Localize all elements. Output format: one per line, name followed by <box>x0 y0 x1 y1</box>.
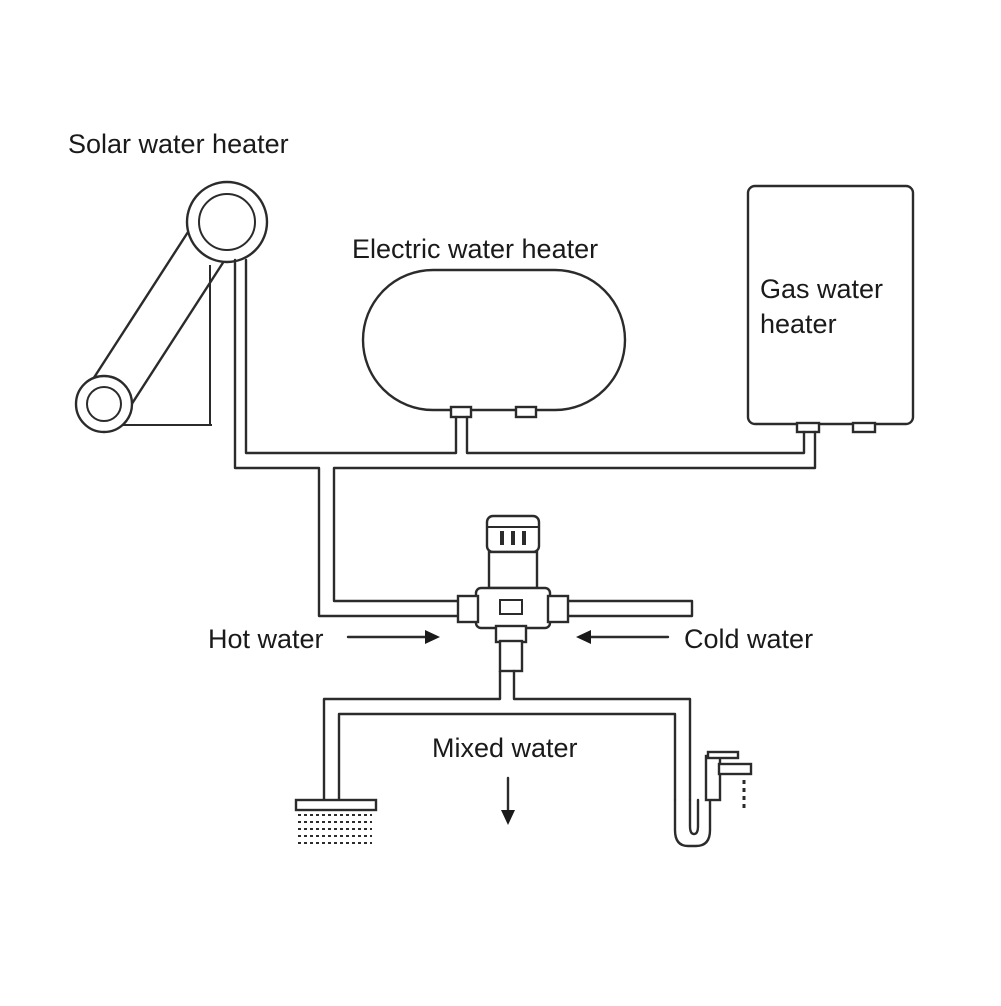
gas-heater-box <box>746 184 915 426</box>
electric-heater-inlet <box>514 405 538 419</box>
faucet-handle <box>706 750 740 760</box>
mixing-valve <box>456 514 570 673</box>
hot-pipe-inner-b <box>465 415 806 455</box>
valve-neck <box>487 550 539 590</box>
solar-lower-ring-inner <box>86 386 122 422</box>
gas-heater-inlet <box>851 421 877 434</box>
faucet-u-bend-inner <box>688 798 700 836</box>
label-gas-water-heater-line2: heater <box>760 309 837 339</box>
hot-pipe-outer <box>233 258 462 618</box>
valve-cap-mark-1 <box>500 531 504 545</box>
mixed-pipe-outer-right <box>512 669 692 802</box>
shower-head <box>294 798 378 844</box>
faucet-u-bend-outer <box>673 798 712 848</box>
mixed-water-arrow-head <box>501 810 515 825</box>
mixed-pipe-inner <box>337 712 677 802</box>
gas-heater-outlet <box>795 421 821 434</box>
electric-water-heater <box>361 268 627 419</box>
mixed-pipe-outer-left <box>322 669 502 802</box>
label-hot-water: Hot water <box>208 624 324 654</box>
gas-water-heater <box>746 184 915 434</box>
faucet-body <box>704 754 722 802</box>
cold-water-pipe <box>550 599 694 618</box>
label-solar-water-heater: Solar water heater <box>68 129 289 159</box>
valve-cap-mark-2 <box>511 531 515 545</box>
cold-pipe <box>550 599 694 618</box>
label-electric-water-heater: Electric water heater <box>352 234 598 264</box>
valve-outlet <box>498 639 524 673</box>
valve-cap-mark-3 <box>522 531 526 545</box>
valve-body <box>474 586 552 630</box>
hot-water-pipes <box>233 258 817 618</box>
mixed-water-pipes <box>322 669 692 802</box>
shower-spray <box>298 814 372 844</box>
label-gas-water-heater-line1: Gas water <box>760 274 883 304</box>
valve-cold-inlet <box>546 594 570 624</box>
label-cold-water: Cold water <box>684 624 813 654</box>
valve-outlet-nut <box>494 624 528 644</box>
hot-pipe-inner-c <box>332 430 817 603</box>
solar-tank-ring-inner <box>198 193 256 251</box>
electric-heater-tank <box>361 268 627 412</box>
valve-hot-inlet <box>456 594 480 624</box>
shower-plate <box>294 798 378 812</box>
cold-water-arrow-head <box>576 630 591 644</box>
hot-water-arrow-head <box>425 630 440 644</box>
hot-pipe-inner-a <box>244 258 458 455</box>
electric-heater-outlet <box>449 405 473 419</box>
solar-water-heater <box>74 180 269 434</box>
solar-lower-ring <box>74 374 134 434</box>
faucet-spout <box>717 762 753 776</box>
arrows <box>346 630 670 825</box>
label-mixed-water: Mixed water <box>432 733 578 763</box>
faucet <box>673 750 753 848</box>
valve-window <box>499 599 523 615</box>
